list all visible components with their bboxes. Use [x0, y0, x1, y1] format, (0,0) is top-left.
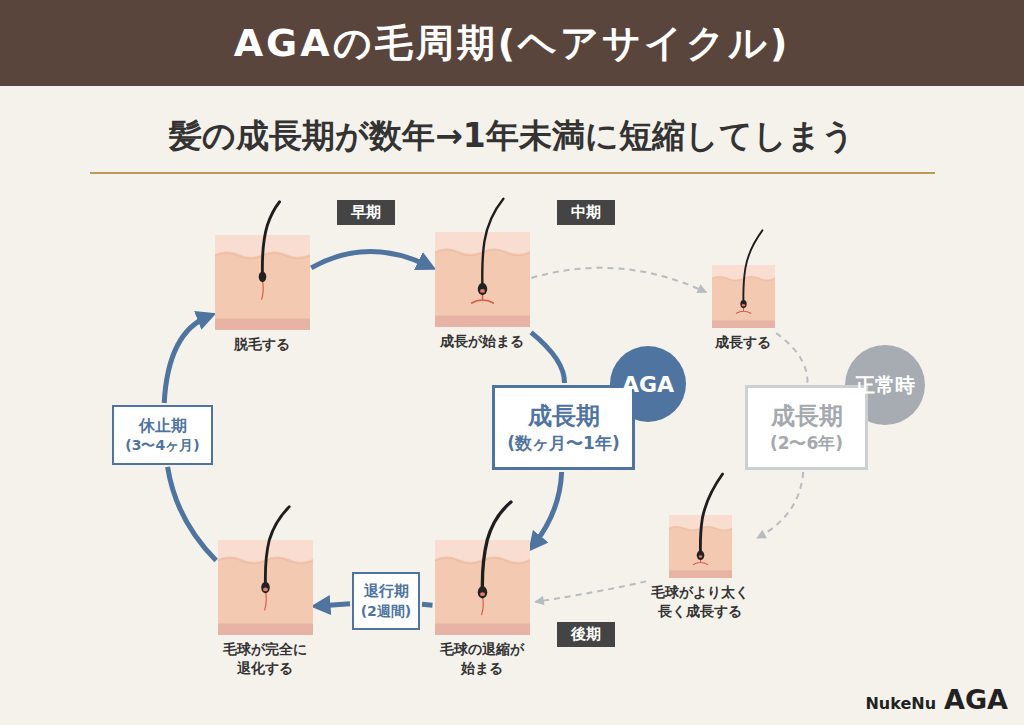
dashed-arrow — [757, 472, 803, 538]
cycle-arrow — [422, 602, 433, 608]
dashed-arrow — [776, 333, 807, 383]
phase-tag: 早期 — [337, 200, 395, 225]
phase-name: 休止期 — [139, 416, 187, 437]
stage-node: 成長する — [712, 265, 775, 354]
stage-node: 成長が始まる — [435, 232, 530, 353]
subtitle-underline — [90, 172, 935, 174]
phase-name: 成長期 — [528, 401, 600, 432]
title-text: AGAの毛周期(ヘアサイクル) — [0, 0, 1024, 86]
badge-text: 正常時 — [855, 372, 915, 399]
phase-box: 成長期(数ヶ月〜1年) — [492, 385, 635, 470]
dashed-arrow — [535, 581, 646, 601]
cycle-arrow — [311, 252, 429, 268]
cycle-arrow — [164, 316, 209, 403]
stage-caption: 成長する — [712, 333, 775, 352]
skin-illustration — [218, 540, 313, 635]
cycle-arrow — [318, 604, 350, 606]
phase-tag: 中期 — [557, 200, 615, 225]
cycle-arrow — [531, 332, 564, 383]
phase-name: 退行期 — [364, 582, 409, 602]
stage-caption: 毛球がより太く 長く成長する — [648, 583, 752, 621]
cycle-arrow — [168, 467, 217, 561]
phase-duration: (数ヶ月〜1年) — [507, 432, 619, 454]
stage-node: 毛球がより太く 長く成長する — [648, 515, 752, 623]
phase-box: 成長期(2〜6年) — [745, 385, 868, 470]
stage-node: 毛球が完全に 退化する — [218, 540, 313, 680]
phase-tag: 後期 — [557, 622, 615, 647]
cycle-arrow — [533, 472, 561, 546]
phase-duration: (2〜6年) — [770, 432, 843, 454]
logo: NukeNu AGA — [865, 684, 1008, 715]
stage-node: 脱毛する — [215, 235, 310, 356]
skin-illustration — [712, 265, 775, 328]
skin-illustration — [435, 232, 530, 327]
stage-caption: 毛球が完全に 退化する — [218, 640, 313, 678]
skin-illustration — [669, 515, 732, 578]
logo-text: NukeNu — [865, 694, 936, 713]
skin-illustration — [215, 235, 310, 330]
logo-mark: AGA — [944, 684, 1008, 715]
stage-caption: 成長が始まる — [435, 332, 530, 351]
phase-name: 成長期 — [771, 401, 843, 432]
badge-text: AGA — [622, 372, 674, 397]
skin-illustration — [435, 540, 530, 635]
phase-duration: (3〜4ヶ月) — [125, 436, 199, 454]
phase-duration: (2週間) — [361, 602, 412, 620]
stage-node: 毛球の退縮が 始まる — [435, 540, 530, 680]
phase-box: 休止期(3〜4ヶ月) — [112, 405, 213, 465]
phase-box: 退行期(2週間) — [352, 572, 420, 630]
subtitle-text: 髪の成長期が数年→1年未満に短縮してしまう — [0, 114, 1024, 159]
stage-caption: 毛球の退縮が 始まる — [435, 640, 530, 678]
stage-caption: 脱毛する — [215, 335, 310, 354]
dashed-arrow — [531, 268, 706, 292]
